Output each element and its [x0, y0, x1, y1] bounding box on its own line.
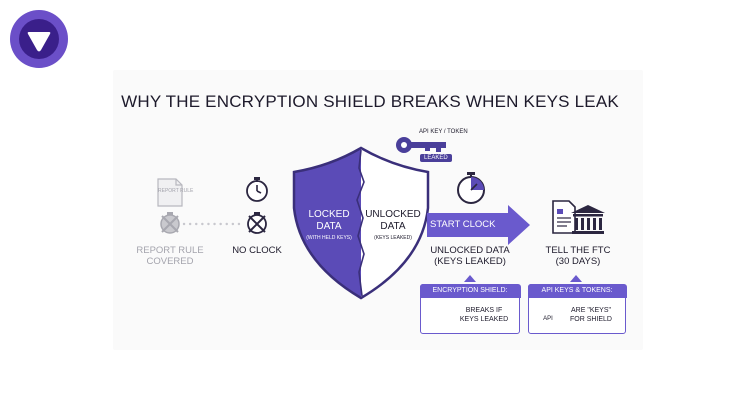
unlocked-data-caption-line2: (KEYS LEAKED)	[434, 256, 506, 267]
report-rule-caption-line2: COVERED	[146, 256, 194, 267]
callout-pointer-2	[570, 275, 582, 282]
unlocked-data-caption: UNLOCKED DATA (KEYS LEAKED)	[420, 245, 520, 267]
box1-line1: BREAKS IF	[465, 307, 503, 314]
locked-data-line2: DATA	[316, 221, 342, 232]
api-icon-text: API	[543, 316, 553, 322]
api-keys-callout-text: ARE "KEYS" FOR SHIELD	[559, 306, 623, 324]
government-building-icon	[571, 205, 605, 234]
app-logo[interactable]	[9, 9, 69, 69]
key-icon	[396, 137, 446, 153]
unlocked-data-label: UNLOCKED DATA (KEYS LEAKED)	[362, 209, 424, 241]
tell-ftc-caption-line1: TELL THE FTC	[545, 245, 611, 256]
report-document-icon	[552, 200, 576, 234]
no-clock-caption: NO CLOCK	[232, 245, 282, 256]
leaked-tag: LEAKED	[420, 154, 452, 162]
box2-line1: ARE "KEYS"	[571, 307, 611, 314]
unlocked-data-line2: DATA	[380, 221, 406, 232]
document-icon	[157, 178, 183, 207]
report-rule-caption: REPORT RULE COVERED	[128, 245, 212, 267]
crossed-clock-grey-icon	[160, 212, 180, 234]
stopwatch-purple-icon	[457, 172, 485, 204]
stopwatch-icon	[246, 177, 268, 202]
start-clock-label: START CLOCK	[430, 219, 496, 230]
encryption-shield	[292, 146, 430, 300]
start-clock-arrow	[427, 205, 530, 245]
tell-ftc-caption-line2: (30 DAYS)	[555, 256, 601, 267]
unlocked-data-caption-line1: UNLOCKED DATA	[430, 245, 510, 256]
box1-line2: KEYS LEAKED	[459, 316, 509, 323]
unlocked-data-sub: (KEYS LEAKED)	[374, 235, 412, 241]
encryption-shield-callout-text: BREAKS IF KEYS LEAKED	[453, 306, 515, 324]
api-key-label: API KEY / TOKEN	[419, 129, 468, 135]
encryption-shield-callout: ENCRYPTION SHIELD: BREAKS IF KEYS LEAKED	[419, 283, 521, 334]
tell-ftc-caption: TELL THE FTC (30 DAYS)	[538, 245, 618, 267]
callout-pointer-1	[464, 275, 476, 282]
locked-data-sub: (WITH HELD KEYS)	[306, 235, 352, 241]
api-keys-callout: API KEYS & TOKENS: ARE "KEYS" FOR SHIELD	[527, 283, 627, 334]
report-rule-caption-line1: REPORT RULE	[136, 245, 204, 256]
document-label: REPORT RULE	[158, 188, 194, 194]
api-keys-callout-header: API KEYS & TOKENS:	[527, 283, 627, 298]
encryption-shield-callout-header: ENCRYPTION SHIELD:	[419, 283, 521, 298]
locked-data-label: LOCKED DATA (WITH HELD KEYS)	[298, 209, 360, 241]
diagram-title: WHY THE ENCRYPTION SHIELD BREAKS WHEN KE…	[121, 92, 619, 111]
crossed-clock-icon	[247, 212, 267, 234]
unlocked-data-line1: UNLOCKED	[365, 209, 421, 220]
locked-data-line1: LOCKED	[308, 209, 350, 220]
box2-line2: FOR SHIELD	[569, 316, 612, 323]
